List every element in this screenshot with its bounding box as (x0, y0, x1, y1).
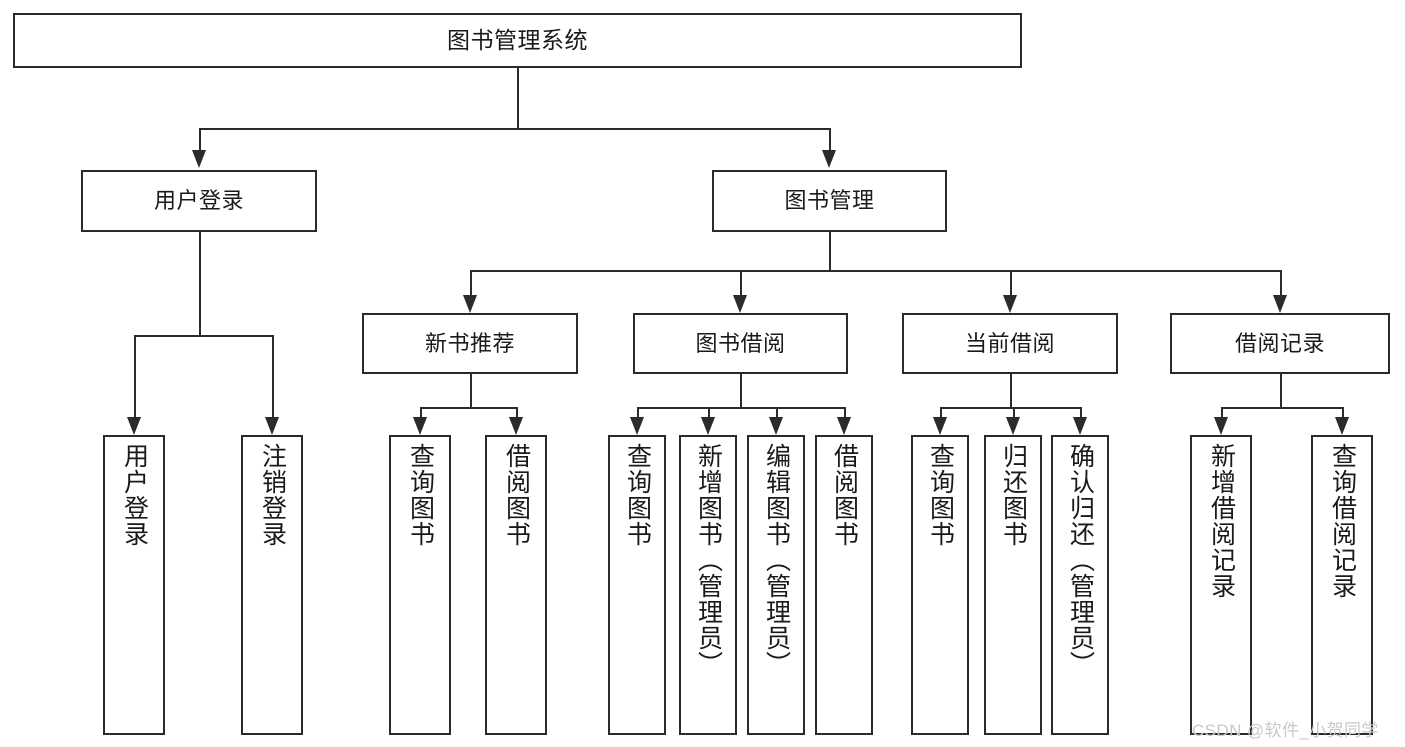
node-book-manage-label: 图书管理 (784, 188, 875, 214)
node-book-borrow-label: 图书借阅 (695, 330, 786, 356)
edge-to-leaf-query-book-rec (420, 407, 422, 417)
arrow-to-leaf-edit-book (769, 417, 783, 435)
arrow-to-user-login (192, 150, 206, 168)
node-user-login-label: 用户登录 (153, 188, 244, 214)
edge-current-borrow-trunk (1010, 374, 1012, 407)
edge-to-leaf-logout (272, 335, 274, 417)
edge-to-book-borrow (740, 270, 742, 295)
node-borrow-record-label: 借阅记录 (1234, 330, 1325, 356)
node-leaf-query-record-label: 查询借阅记录 (1328, 443, 1357, 599)
edge-root-to-book-manage (829, 128, 831, 150)
node-leaf-confirm-return-label: 确认归还（管理员） (1066, 443, 1095, 677)
node-new-book-recommend-label: 新书推荐 (424, 330, 515, 356)
edge-root-to-user-login (199, 128, 201, 150)
arrow-to-book-manage (822, 150, 836, 168)
node-book-manage[interactable]: 图书管理 (712, 170, 947, 232)
arrow-to-leaf-query-book-borrow (630, 417, 644, 435)
edge-to-leaf-borrow-book-rec (516, 407, 518, 417)
edge-borrow-record-bus (1221, 407, 1342, 409)
edge-user-login-bus (134, 335, 272, 337)
edge-to-leaf-return-book (1013, 407, 1015, 417)
edge-to-borrow-record (1280, 270, 1282, 295)
arrow-to-leaf-return-book (1006, 417, 1020, 435)
edge-to-leaf-add-book (708, 407, 710, 417)
edge-to-leaf-borrow-book (844, 407, 846, 417)
edge-new-book-recommend-bus (420, 407, 516, 409)
node-leaf-user-login[interactable]: 用户登录 (103, 435, 165, 735)
arrow-to-leaf-borrow-book-rec (509, 417, 523, 435)
edge-to-current-borrow (1010, 270, 1012, 295)
arrow-to-leaf-add-record (1214, 417, 1228, 435)
arrow-to-leaf-confirm-return (1073, 417, 1087, 435)
node-leaf-edit-book-label: 编辑图书（管理员） (762, 443, 791, 677)
arrow-to-current-borrow (1003, 295, 1017, 313)
node-leaf-query-book-cur[interactable]: 查询图书 (911, 435, 969, 735)
node-current-borrow-label: 当前借阅 (964, 330, 1055, 356)
edge-user-login-trunk (199, 232, 201, 335)
node-leaf-add-record[interactable]: 新增借阅记录 (1190, 435, 1252, 735)
arrow-to-borrow-record (1273, 295, 1287, 313)
edge-book-borrow-bus (637, 407, 844, 409)
node-leaf-borrow-book[interactable]: 借阅图书 (815, 435, 873, 735)
arrow-to-leaf-add-book (701, 417, 715, 435)
arrow-to-leaf-borrow-book (837, 417, 851, 435)
edge-to-leaf-confirm-return (1080, 407, 1082, 417)
node-leaf-borrow-book-rec[interactable]: 借阅图书 (485, 435, 547, 735)
node-leaf-borrow-book-label: 借阅图书 (830, 443, 859, 547)
edge-to-leaf-user-login (134, 335, 136, 417)
edge-level3-bus (470, 270, 1280, 272)
node-current-borrow[interactable]: 当前借阅 (902, 313, 1118, 374)
arrow-to-leaf-query-book-rec (413, 417, 427, 435)
node-leaf-borrow-book-rec-label: 借阅图书 (502, 443, 531, 547)
arrow-to-leaf-query-record (1335, 417, 1349, 435)
node-leaf-add-book-label: 新增图书（管理员） (694, 443, 723, 677)
arrow-to-leaf-query-book-cur (933, 417, 947, 435)
node-book-borrow[interactable]: 图书借阅 (633, 313, 848, 374)
edge-root-bus (199, 128, 829, 130)
edge-to-leaf-query-record (1342, 407, 1344, 417)
edge-book-borrow-trunk (740, 374, 742, 407)
edge-root-trunk (517, 68, 519, 128)
node-root[interactable]: 图书管理系统 (13, 13, 1022, 68)
node-leaf-query-book-rec-label: 查询图书 (406, 443, 435, 547)
arrow-to-new-book-recommend (463, 295, 477, 313)
edge-to-leaf-query-book-cur (940, 407, 942, 417)
node-leaf-query-book-rec[interactable]: 查询图书 (389, 435, 451, 735)
node-leaf-return-book[interactable]: 归还图书 (984, 435, 1042, 735)
edge-to-new-book-recommend (470, 270, 472, 295)
arrow-to-book-borrow (733, 295, 747, 313)
node-leaf-query-book-cur-label: 查询图书 (926, 443, 955, 547)
edge-new-book-recommend-trunk (470, 374, 472, 407)
node-leaf-user-login-label: 用户登录 (120, 443, 149, 547)
node-leaf-query-book-borrow-label: 查询图书 (623, 443, 652, 547)
arrow-to-leaf-logout (265, 417, 279, 435)
edge-to-leaf-edit-book (776, 407, 778, 417)
node-borrow-record[interactable]: 借阅记录 (1170, 313, 1390, 374)
node-new-book-recommend[interactable]: 新书推荐 (362, 313, 578, 374)
edge-to-leaf-query-book-borrow (637, 407, 639, 417)
edge-current-borrow-bus (940, 407, 1080, 409)
node-leaf-add-book[interactable]: 新增图书（管理员） (679, 435, 737, 735)
node-leaf-logout-label: 注销登录 (258, 443, 287, 547)
node-leaf-query-record[interactable]: 查询借阅记录 (1311, 435, 1373, 735)
node-user-login[interactable]: 用户登录 (81, 170, 317, 232)
edge-borrow-record-trunk (1280, 374, 1282, 407)
edge-book-manage-trunk (829, 232, 831, 270)
node-leaf-confirm-return[interactable]: 确认归还（管理员） (1051, 435, 1109, 735)
edge-to-leaf-add-record (1221, 407, 1223, 417)
node-leaf-query-book-borrow[interactable]: 查询图书 (608, 435, 666, 735)
node-leaf-add-record-label: 新增借阅记录 (1207, 443, 1236, 599)
arrow-to-leaf-user-login (127, 417, 141, 435)
node-leaf-return-book-label: 归还图书 (999, 443, 1028, 547)
node-leaf-logout[interactable]: 注销登录 (241, 435, 303, 735)
node-root-label: 图书管理系统 (447, 27, 588, 54)
node-leaf-edit-book[interactable]: 编辑图书（管理员） (747, 435, 805, 735)
